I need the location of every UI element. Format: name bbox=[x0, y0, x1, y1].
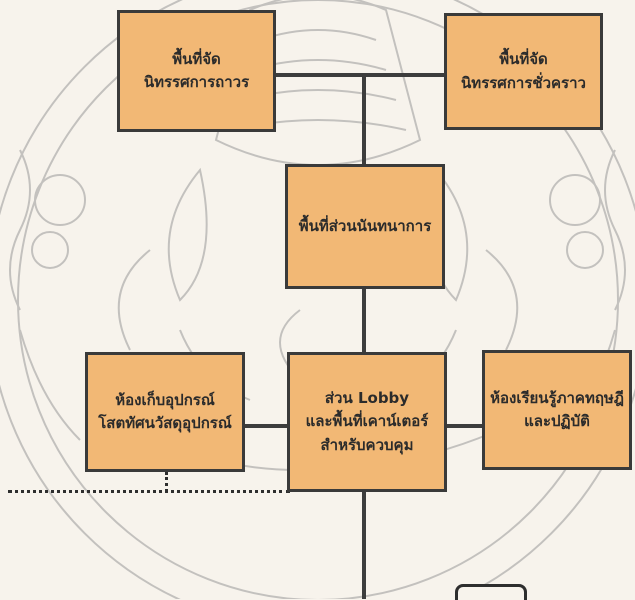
node-label-line: และพื้นที่เคาน์เตอร์ bbox=[306, 410, 429, 433]
node-label-line: ส่วน Lobby bbox=[325, 387, 409, 410]
connector-storage-lobby bbox=[244, 424, 288, 428]
node-label-line: และปฏิบัติ bbox=[524, 410, 590, 433]
dotted-connector-vertical bbox=[165, 472, 168, 492]
node-label-line: นิทรรศการถาวร bbox=[144, 71, 249, 94]
node-label-line: นิทรรศการชั่วคราว bbox=[461, 72, 586, 95]
connector-top-horizontal bbox=[276, 73, 446, 77]
node-label-line: พื้นที่ส่วนนันทนาการ bbox=[299, 215, 432, 238]
node-label-line: พื้นที่จัด bbox=[499, 48, 548, 71]
node-lobby-counter: ส่วน Lobby และพื้นที่เคาน์เตอร์ สำหรับคว… bbox=[287, 352, 447, 492]
node-label-line: พื้นที่จัด bbox=[172, 48, 221, 71]
node-temporary-exhibition: พื้นที่จัด นิทรรศการชั่วคราว bbox=[444, 13, 603, 130]
node-storage-room: ห้องเก็บอุปกรณ์ โสตทัศนวัสดุอุปกรณ์ bbox=[85, 352, 245, 472]
node-label-line: ห้องเรียนรู้ภาคทฤษฎี bbox=[490, 387, 624, 410]
connector-recreation-lobby bbox=[362, 288, 366, 355]
node-recreation-area: พื้นที่ส่วนนันทนาการ bbox=[285, 164, 445, 289]
partial-badge-bottom bbox=[455, 584, 527, 600]
connector-lobby-down bbox=[362, 490, 366, 599]
node-permanent-exhibition: พื้นที่จัด นิทรรศการถาวร bbox=[117, 10, 276, 132]
node-classroom: ห้องเรียนรู้ภาคทฤษฎี และปฏิบัติ bbox=[482, 350, 632, 470]
node-label-line: ห้องเก็บอุปกรณ์ bbox=[115, 389, 215, 412]
node-label-line: สำหรับควบคุม bbox=[321, 434, 414, 457]
connector-top-vertical bbox=[362, 73, 366, 167]
node-label-line: โสตทัศนวัสดุอุปกรณ์ bbox=[98, 412, 232, 435]
dotted-connector-horizontal bbox=[8, 490, 290, 493]
connector-lobby-classroom bbox=[446, 424, 484, 428]
